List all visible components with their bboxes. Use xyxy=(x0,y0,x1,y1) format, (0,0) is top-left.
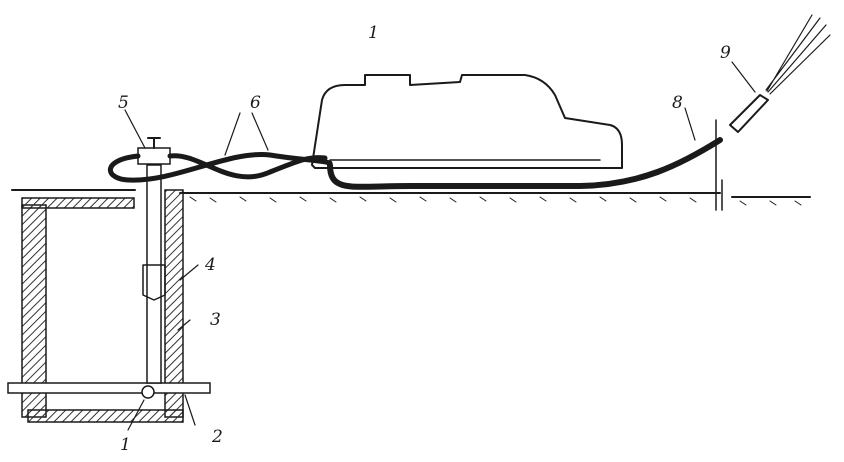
label-nozzle: 9 xyxy=(720,43,731,63)
nozzle xyxy=(729,14,831,133)
vehicle xyxy=(311,74,623,169)
label-valve: 1 xyxy=(120,435,131,455)
label-outer-wall: 3 xyxy=(210,310,221,330)
well-shaft xyxy=(21,189,184,423)
hoses xyxy=(107,151,333,183)
label-wellhead: 5 xyxy=(118,93,129,113)
callout-labels: 1 5 6 8 9 4 3 2 1 xyxy=(118,23,731,455)
main-hose xyxy=(327,137,723,190)
ground xyxy=(11,119,811,211)
label-vehicle: 1 xyxy=(368,23,379,43)
leader-lines xyxy=(124,61,756,431)
label-inner-wall: 4 xyxy=(204,255,216,275)
label-hoses: 6 xyxy=(250,93,261,113)
bottom-pipe xyxy=(7,382,211,399)
label-pipe: 2 xyxy=(211,427,223,447)
label-hose-lead: 8 xyxy=(672,93,683,113)
